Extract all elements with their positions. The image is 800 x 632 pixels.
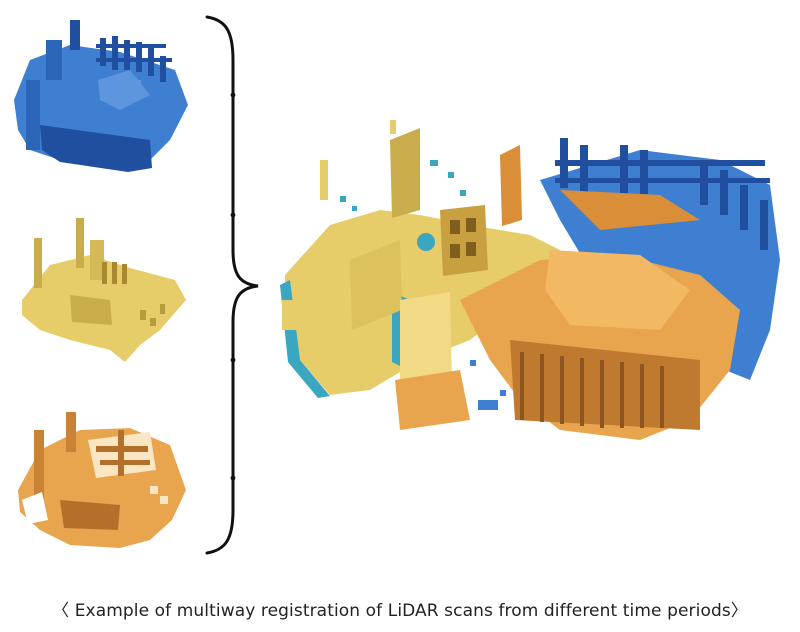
scan-orange-pointcloud <box>18 412 186 548</box>
brace-nodes <box>230 92 236 481</box>
scan-blue-pointcloud <box>14 20 188 172</box>
scan-yellow-pointcloud <box>22 218 186 362</box>
figure-caption: 〈 Example of multiway registration of Li… <box>52 601 748 621</box>
merged-pointcloud <box>280 120 780 440</box>
curly-brace <box>205 15 259 555</box>
